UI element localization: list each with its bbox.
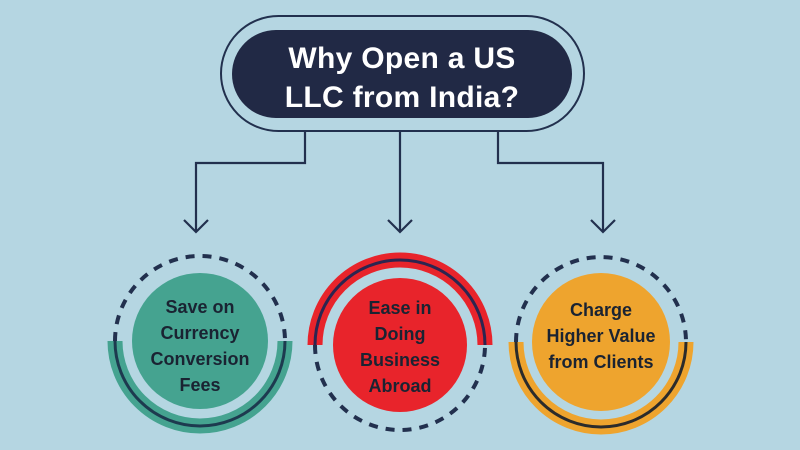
- page-title: Why Open a US LLC from India?: [232, 34, 572, 122]
- circle-3-label: Charge Higher Value from Clients: [501, 276, 701, 396]
- circle-3-dashed-arc: [514, 255, 688, 343]
- title-line-1: Why Open a US: [288, 42, 516, 75]
- circle-1-label-line: Currency: [160, 323, 240, 343]
- circle-1-label: Save on Currency Conversion Fees: [100, 286, 300, 406]
- circle-2-fill: [333, 278, 467, 412]
- circle-2-band-line: [313, 258, 487, 346]
- circle-2-label: Ease in Doing Business Abroad: [300, 287, 500, 407]
- circle-1-label-line: Conversion: [150, 349, 250, 369]
- circle-2-label-line: Ease in: [368, 298, 432, 318]
- title-outline-pill: [220, 15, 585, 132]
- circle-3-fill: [532, 273, 670, 411]
- circle-1-label-line: Fees: [179, 375, 221, 395]
- circle-3-label-line: from Clients: [548, 352, 654, 372]
- connector-left-arrow: [183, 131, 307, 234]
- title-line-2: LLC from India?: [284, 81, 520, 114]
- circle-1-fill: [132, 273, 268, 409]
- connector-right-arrow: [496, 131, 616, 234]
- circle-1-dashed-arc: [113, 254, 287, 342]
- connector-middle-arrow: [387, 131, 413, 234]
- circle-1-label-line: Save on: [165, 297, 235, 317]
- circle-2-label-line: Business: [359, 350, 441, 370]
- circle-3-label-line: Charge: [569, 300, 632, 320]
- circle-3-band-line: [514, 341, 688, 429]
- circle-2-dashed-arc: [313, 344, 487, 432]
- circle-1-band-line: [113, 340, 287, 428]
- circle-2-label-line: Abroad: [368, 376, 432, 396]
- circle-3-label-line: Higher Value: [546, 326, 656, 346]
- title-pill: [232, 30, 572, 118]
- circle-2-label-line: Doing: [374, 324, 426, 344]
